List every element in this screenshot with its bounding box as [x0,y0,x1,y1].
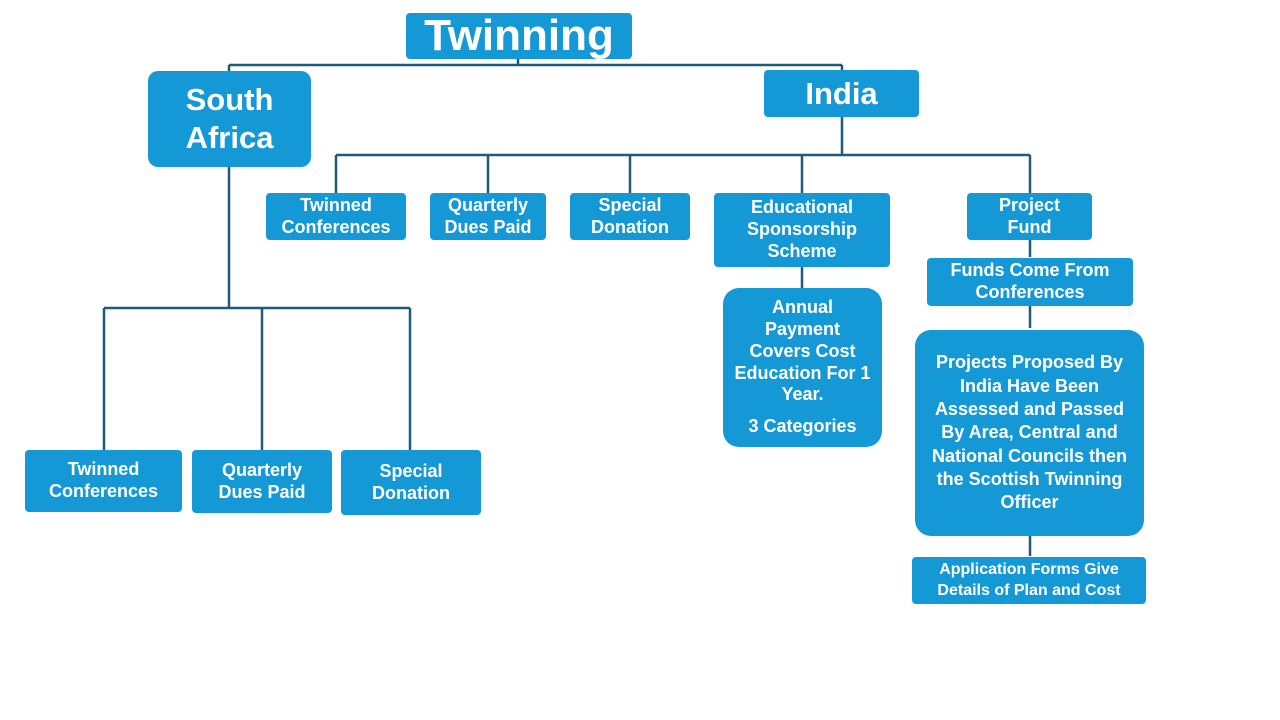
sa-twinned-conferences-node: Twinned Conferences [25,450,182,512]
connector-root-to-countries [227,58,844,72]
india-quarterly-dues-node: Quarterly Dues Paid [430,193,546,240]
project-fund-label: Project Fund [998,194,1061,237]
education-detail-text: Annual Payment Covers Cost Education For… [734,296,871,405]
india-node: India [764,70,919,117]
connector-india-to-children [334,116,1032,193]
india-special-donation-node: Special Donation [570,193,690,240]
education-detail-categories: 3 Categories [748,416,857,437]
india-twinned-conferences-node: Twinned Conferences [266,193,406,240]
projects-proposed-node: Projects Proposed By India Have Been Ass… [915,330,1144,536]
root-label: Twinning [424,11,614,61]
sa-quarterly-dues-label: Quarterly Dues Paid [218,459,306,502]
funds-source-label: Funds Come From Conferences [950,260,1110,302]
india-label: India [805,75,878,111]
application-forms-node: Application Forms Give Details of Plan a… [912,557,1146,604]
project-fund-node: Project Fund [967,193,1092,240]
india-quarterly-dues-label: Quarterly Dues Paid [444,194,532,237]
application-forms-label: Application Forms Give Details of Plan a… [937,560,1121,599]
india-twinned-conferences-label: Twinned Conferences [281,194,391,237]
education-detail-node: Annual Payment Covers Cost Education For… [723,288,882,447]
sa-special-donation-node: Special Donation [341,450,481,515]
root-node: Twinning [406,11,632,60]
connector-sa-to-children [102,166,412,450]
south-africa-node: South Africa [148,71,311,167]
sa-special-donation-label: Special Donation [372,460,450,503]
educational-sponsorship-node: Educational Sponsorship Scheme [714,193,890,267]
sa-quarterly-dues-node: Quarterly Dues Paid [192,450,332,513]
funds-source-node: Funds Come From Conferences [927,258,1133,306]
south-africa-label: South Africa [185,82,274,155]
india-special-donation-label: Special Donation [591,194,669,237]
educational-sponsorship-label: Educational Sponsorship Scheme [746,197,857,261]
sa-twinned-conferences-label: Twinned Conferences [48,459,159,501]
projects-proposed-label: Projects Proposed By India Have Been Ass… [931,352,1127,513]
